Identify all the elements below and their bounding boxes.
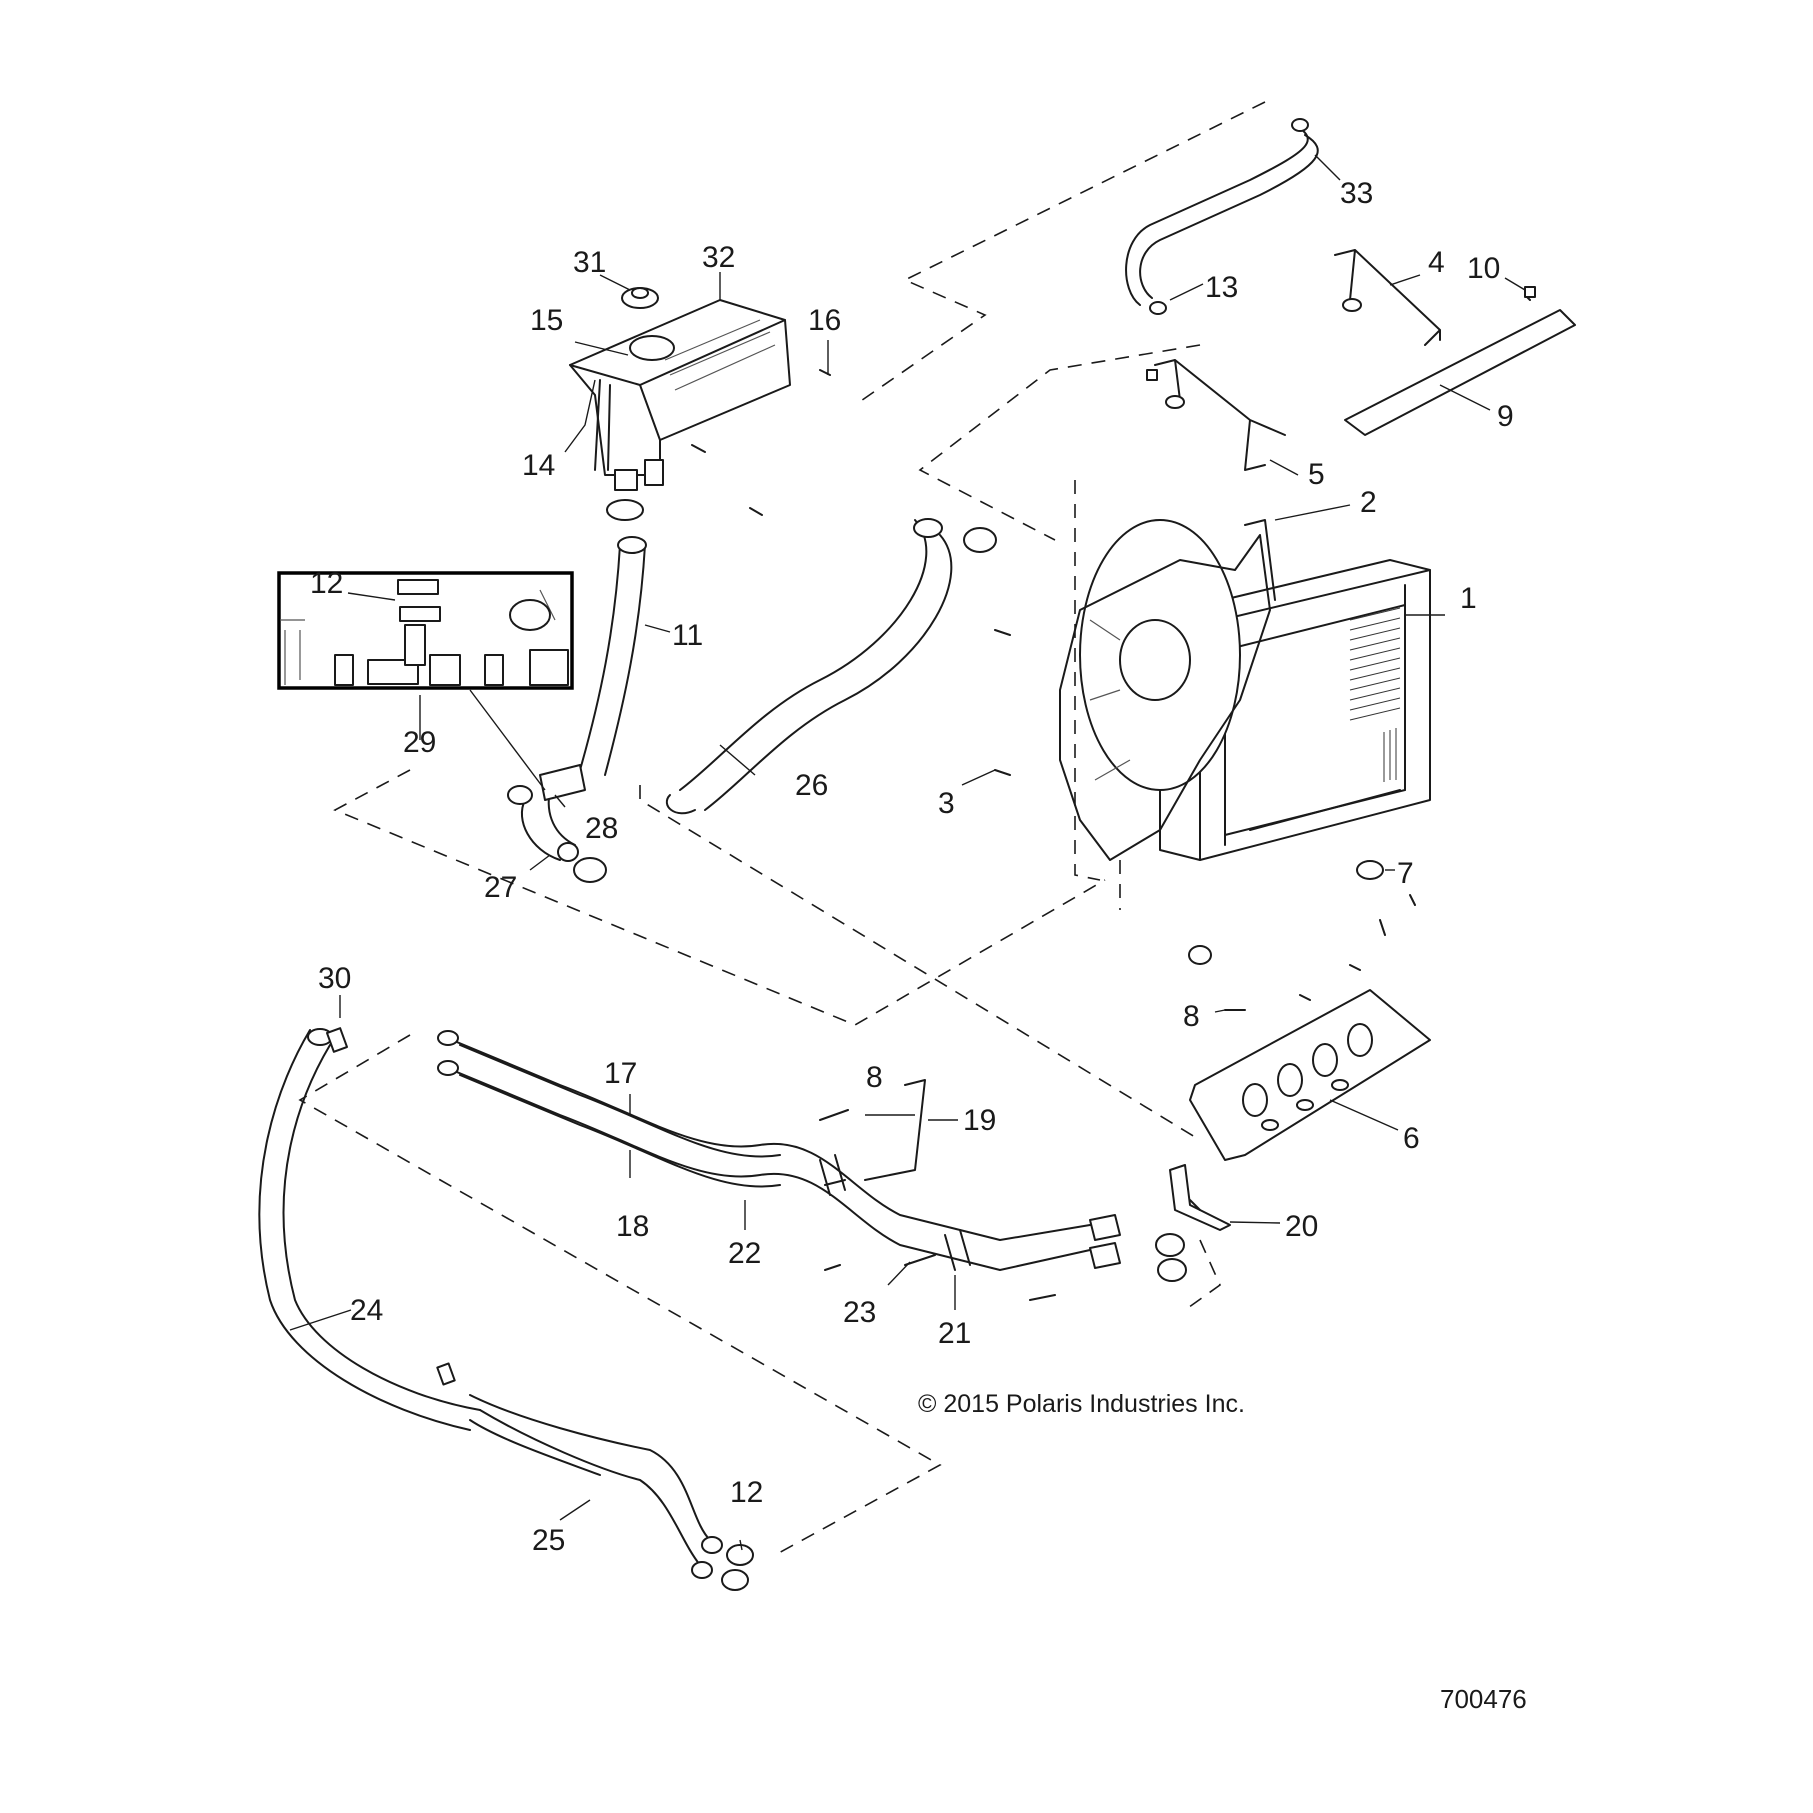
callout-labels: 1 2 3 4 5 6 7 8 8 9 10 11 12 12 13 14 15… xyxy=(310,177,1514,1557)
callout-18: 18 xyxy=(616,1210,649,1243)
fitting-28 xyxy=(507,764,586,805)
callout-33: 33 xyxy=(1340,177,1373,210)
hose-25 xyxy=(469,1394,754,1591)
bracket-20 xyxy=(1169,1164,1231,1231)
assembly-outline-middle xyxy=(333,769,1201,1141)
callout-13: 13 xyxy=(1205,271,1238,304)
callout-12a: 12 xyxy=(310,567,343,600)
callout-27: 27 xyxy=(484,871,517,904)
hose-33 xyxy=(1125,118,1319,315)
callout-16: 16 xyxy=(808,304,841,337)
callout-9: 9 xyxy=(1497,400,1514,433)
leader-lines xyxy=(289,154,1526,1551)
hose-24 xyxy=(258,1028,481,1431)
callout-25: 25 xyxy=(532,1524,565,1557)
lower-mount-bracket xyxy=(1189,989,1431,1161)
coolant-reservoir xyxy=(569,299,791,491)
fan-shroud xyxy=(1059,519,1276,861)
callout-30: 30 xyxy=(318,962,351,995)
radiator-core-fins xyxy=(1349,607,1401,782)
callout-20: 20 xyxy=(1285,1210,1318,1243)
bracket-19 xyxy=(864,1079,926,1181)
callout-26: 26 xyxy=(795,769,828,802)
callout-6: 6 xyxy=(1403,1122,1420,1155)
callout-21: 21 xyxy=(938,1317,971,1350)
callout-2: 2 xyxy=(1360,486,1377,519)
grommet xyxy=(1188,860,1384,965)
callout-1: 1 xyxy=(1460,582,1477,615)
callout-23: 23 xyxy=(843,1296,876,1329)
hose-11 xyxy=(579,536,647,776)
callout-12b: 12 xyxy=(730,1476,763,1509)
callout-8a: 8 xyxy=(1183,1000,1200,1033)
document-number: 700476 xyxy=(1440,1684,1527,1714)
bolt xyxy=(691,286,1536,1301)
bleeder-valve xyxy=(326,1027,456,1386)
callout-10: 10 xyxy=(1467,252,1500,285)
callout-8b: 8 xyxy=(866,1061,883,1094)
assembly-outline-lower xyxy=(298,1034,1221,1556)
callout-7: 7 xyxy=(1397,857,1414,890)
copyright-notice: © 2015 Polaris Industries Inc. xyxy=(918,1390,1245,1418)
callout-3: 3 xyxy=(938,787,955,820)
hose-26 xyxy=(665,518,953,815)
coolant-tubes-17-18 xyxy=(437,1030,1121,1271)
clamp-21 xyxy=(819,1154,971,1271)
hose-clamp xyxy=(573,499,1187,1282)
callout-11: 11 xyxy=(672,619,703,652)
upper-bracket-4 xyxy=(1334,249,1441,346)
detail-inset xyxy=(277,571,574,690)
callout-29: 29 xyxy=(403,726,436,759)
callout-17: 17 xyxy=(604,1057,637,1090)
callout-4: 4 xyxy=(1428,246,1445,279)
assembly-outline-upper xyxy=(854,101,1266,881)
callout-31: 31 xyxy=(573,246,606,279)
radiator-cap xyxy=(621,287,659,309)
callout-15: 15 xyxy=(530,304,563,337)
upper-bracket-5 xyxy=(1154,359,1286,471)
callout-19: 19 xyxy=(963,1104,996,1137)
callout-32: 32 xyxy=(702,241,735,274)
callout-14: 14 xyxy=(522,449,555,482)
callout-22: 22 xyxy=(728,1237,761,1270)
callout-24: 24 xyxy=(350,1294,383,1327)
callout-5: 5 xyxy=(1308,458,1325,491)
shroud-plate-9 xyxy=(1344,309,1576,436)
callout-28: 28 xyxy=(585,812,618,845)
